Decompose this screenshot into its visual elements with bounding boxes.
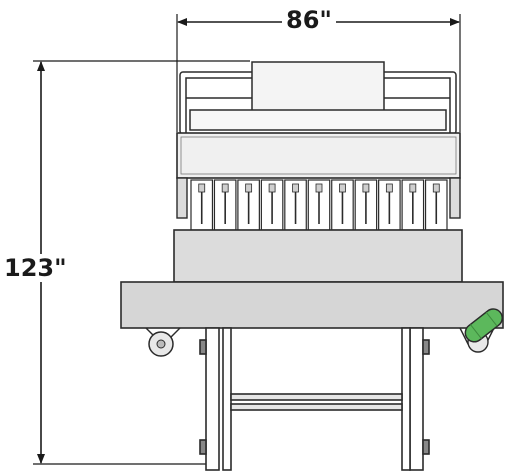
leg-right-inner bbox=[401, 327, 411, 471]
crossbar-lower bbox=[230, 403, 403, 411]
head-cap bbox=[245, 183, 253, 193]
bolt-left-1 bbox=[199, 339, 207, 355]
leg-left-outer bbox=[205, 327, 220, 471]
head-cap bbox=[221, 183, 229, 193]
upper-panel-inset bbox=[180, 136, 457, 175]
bolt-right-2 bbox=[422, 439, 430, 455]
head-row bbox=[190, 179, 448, 231]
head-cap bbox=[292, 183, 299, 193]
leg-left-inner bbox=[222, 327, 232, 471]
stand bbox=[199, 327, 430, 471]
green-roller-icon bbox=[459, 308, 503, 353]
left-bracket bbox=[176, 177, 188, 219]
head-cap bbox=[432, 183, 440, 193]
bolt-right-1 bbox=[422, 339, 430, 355]
head-cap bbox=[362, 183, 370, 193]
height-dimension-label: 123" bbox=[2, 254, 69, 282]
right-bracket bbox=[449, 177, 461, 219]
head-cap bbox=[339, 183, 346, 193]
middle-body bbox=[173, 229, 463, 283]
head-cap bbox=[385, 183, 393, 193]
hood-top-box bbox=[251, 61, 385, 119]
top-hood bbox=[179, 61, 457, 135]
caster-wheel-icon bbox=[145, 327, 181, 357]
base-beam bbox=[120, 281, 504, 329]
head-cap bbox=[198, 183, 206, 193]
head-cap bbox=[268, 183, 276, 193]
leg-right-outer bbox=[409, 327, 424, 471]
head-cap bbox=[315, 183, 323, 193]
upper-panel bbox=[176, 132, 461, 179]
bolt-left-2 bbox=[199, 439, 207, 455]
width-dimension-label: 86" bbox=[282, 8, 336, 32]
hood-shelf bbox=[189, 109, 447, 131]
crossbar-middle bbox=[230, 393, 403, 401]
head-cap bbox=[409, 183, 417, 193]
